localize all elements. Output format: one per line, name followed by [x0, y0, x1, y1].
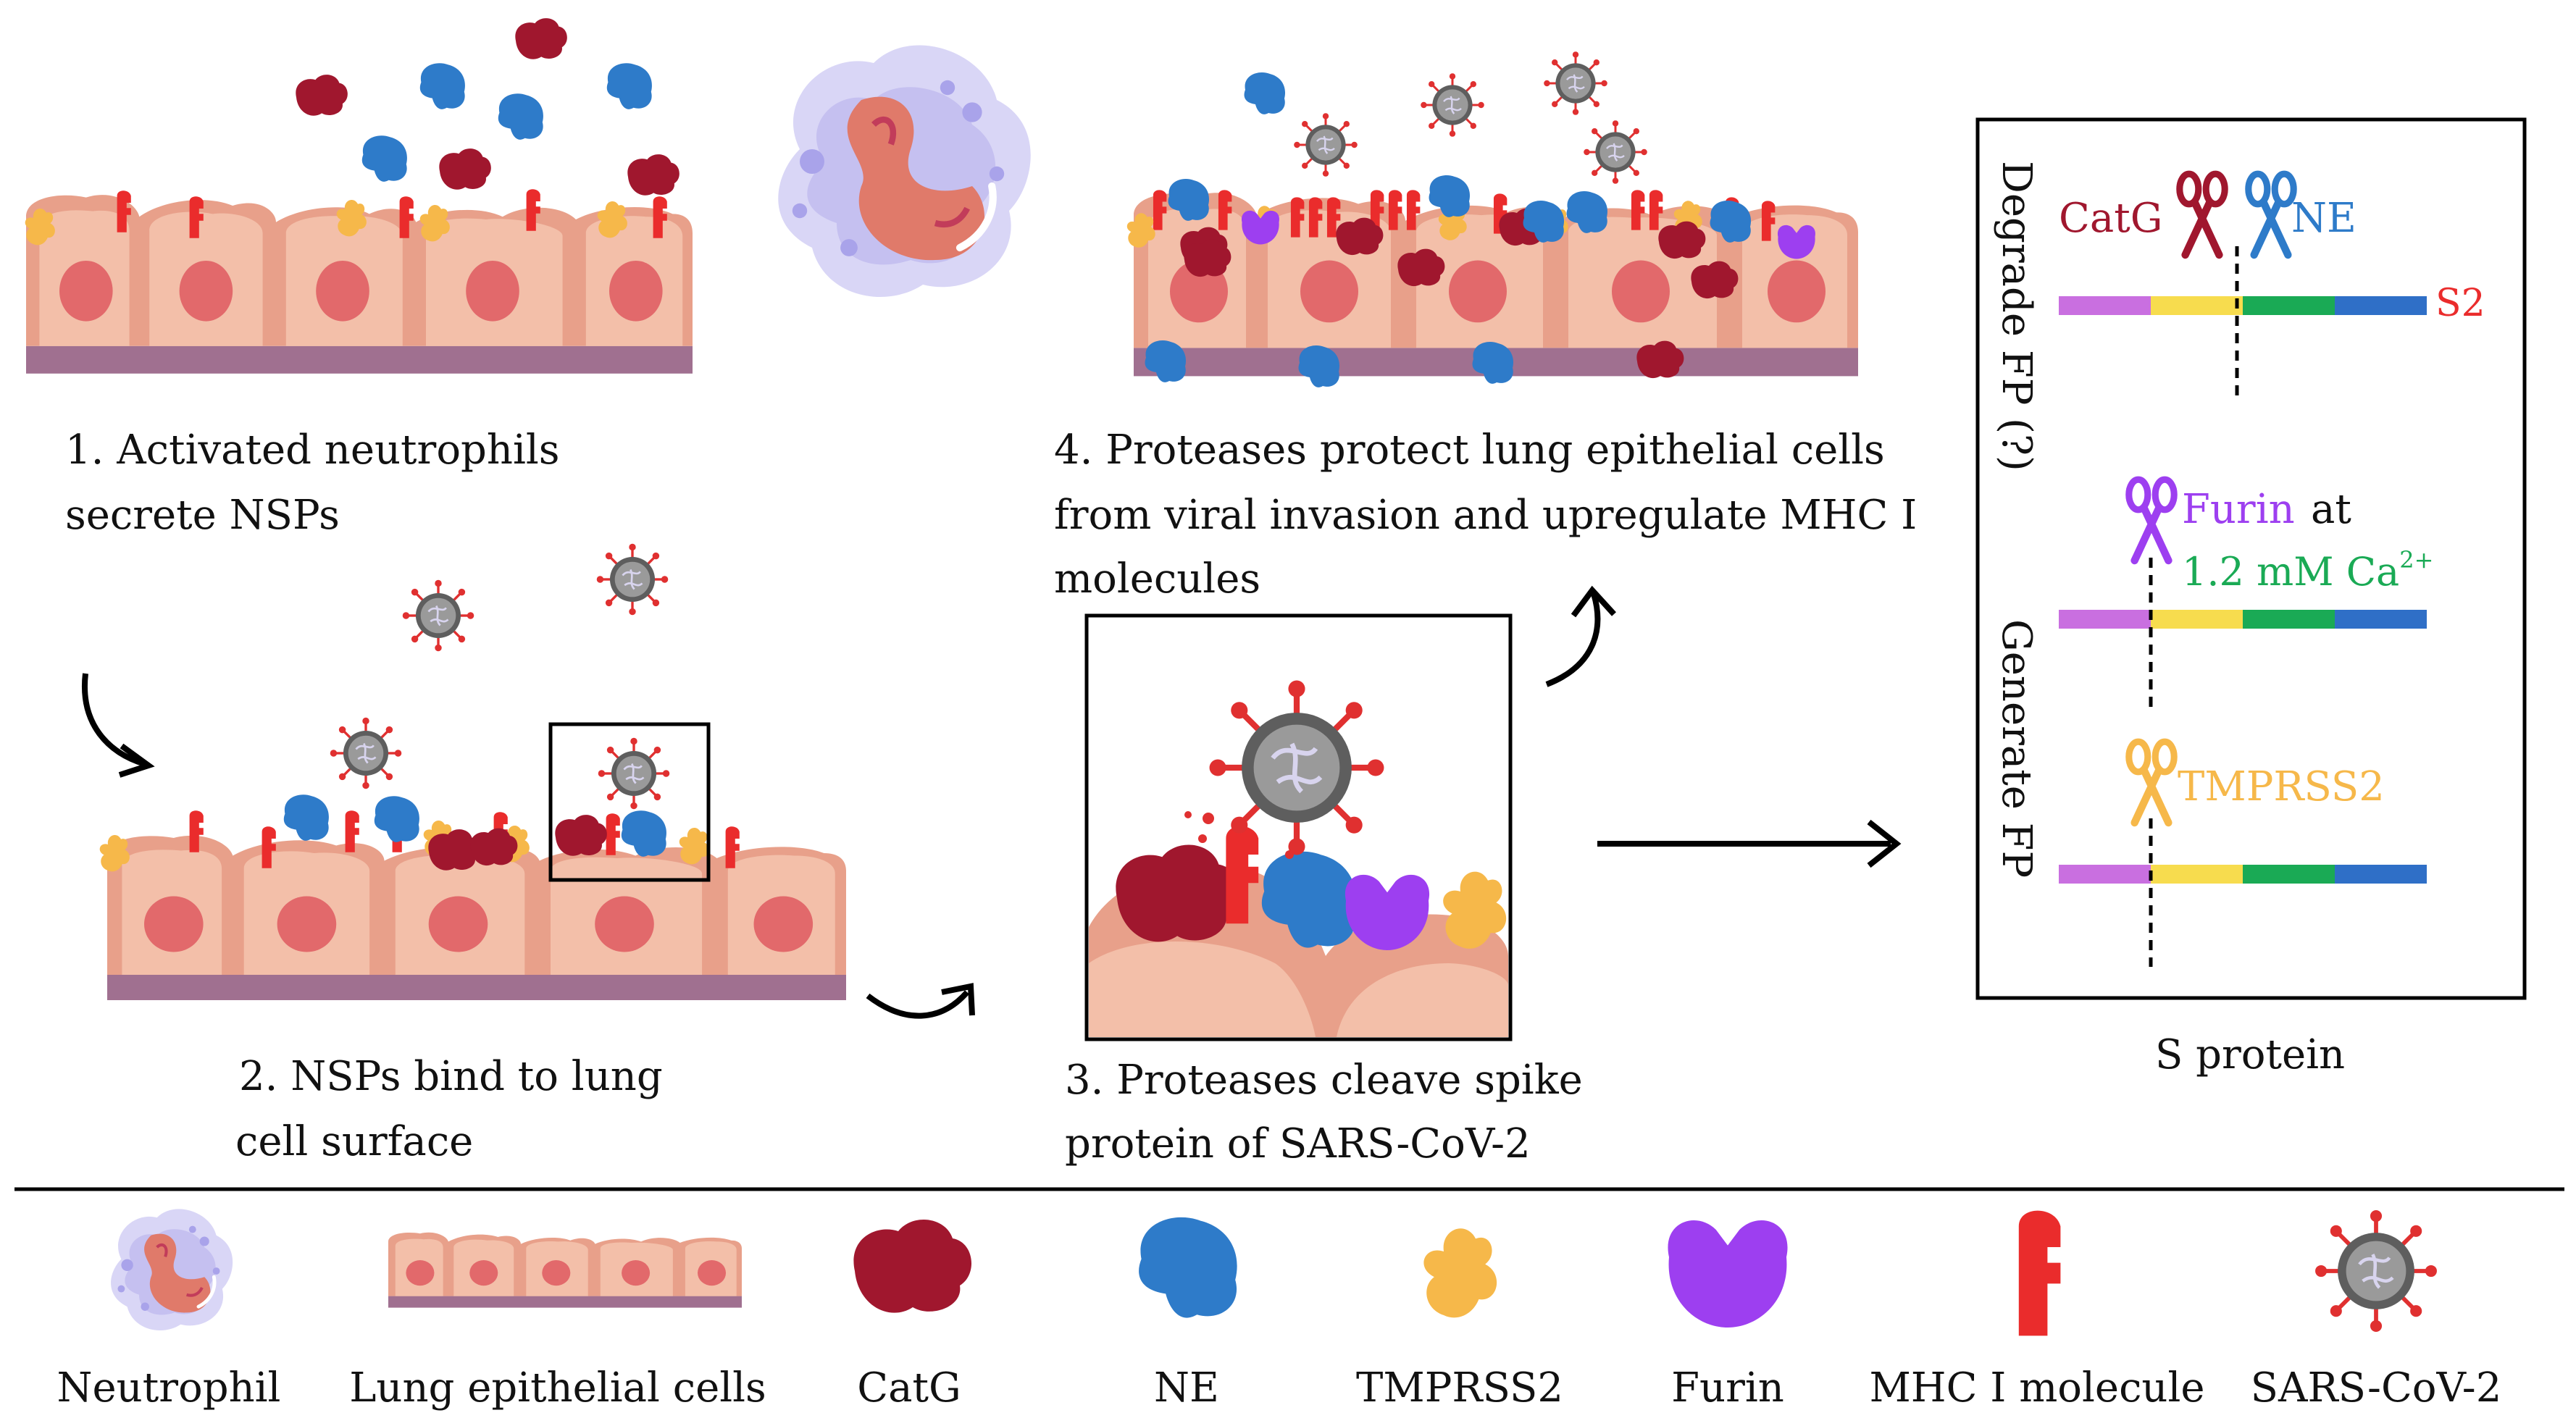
arrow-3-to-4-head — [1571, 585, 1616, 618]
legend-epithelium-icon — [388, 1232, 742, 1308]
legend-label-epithelium: Lung epithelial cells — [349, 1364, 766, 1412]
furin-label: Furin — [2182, 486, 2295, 533]
step-4-line-1: 4. Proteases protect lung epithelial cel… — [1054, 427, 1885, 474]
degrade-fp-label: Degrade FP (?) — [1993, 161, 2040, 471]
arrow-2-to-3 — [866, 990, 970, 1019]
tmprss2-label: TMPRSS2 — [2178, 763, 2385, 810]
panel-2-binding: 2. NSPs bind to lung cell surface — [99, 542, 846, 1165]
step-4-line-2: from viral invasion and upregulate MHC I — [1054, 492, 1917, 539]
step-2-line-2: cell surface — [235, 1118, 473, 1165]
panel-1-catg — [296, 18, 679, 196]
legend-ne-icon — [1139, 1217, 1237, 1318]
zoom-box — [548, 722, 711, 882]
furin-at-label: at — [2311, 486, 2351, 533]
legend-catg-icon — [853, 1219, 972, 1313]
s-protein-bar-2 — [2059, 610, 2427, 629]
calcium-label: 1.2 mM Ca2+ — [2182, 546, 2433, 595]
arrow-1-to-2 — [82, 673, 146, 767]
panel-1-secretion: 1. Activated neutrophils secrete NSPs — [25, 18, 1031, 539]
legend-label-tmprss2: TMPRSS2 — [1356, 1364, 1563, 1412]
s2-label: S2 — [2435, 282, 2485, 325]
legend-label-furin: Furin — [1671, 1364, 1784, 1412]
step-1-line-1: 1. Activated neutrophils — [65, 427, 560, 474]
step-1-line-2: secrete NSPs — [65, 492, 340, 539]
generate-fp-label: Generate FP — [1993, 619, 2040, 878]
legend-label-catg: CatG — [857, 1364, 961, 1412]
panel-3-cleavage: 3. Proteases cleave spike protein of SAR… — [1065, 613, 1583, 1167]
s-protein-panel: Degrade FP (?) Generate FP — [1975, 117, 2527, 1078]
legend-tmprss2-icon — [1423, 1228, 1497, 1318]
arrow-3-to-4 — [1545, 592, 1601, 687]
panel-4-protection: 4. Proteases protect lung epithelial cel… — [1054, 50, 1917, 603]
step-2-line-1: 2. NSPs bind to lung — [239, 1053, 663, 1100]
s-protein-bar-1 — [2059, 296, 2427, 315]
arrow-to-s-protein — [1597, 819, 1902, 868]
legend-furin-icon — [1668, 1220, 1788, 1328]
legend-label-ne: NE — [1154, 1364, 1219, 1412]
arrow-1-to-2-head — [118, 743, 155, 778]
catg-label: CatG — [2059, 195, 2162, 242]
s-protein-bar-3 — [2059, 865, 2427, 884]
panel-1-ne — [361, 63, 652, 182]
arrow-2-to-3-head — [941, 983, 975, 1016]
s-protein-caption: S protein — [2155, 1031, 2345, 1078]
ne-label: NE — [2291, 195, 2357, 242]
step-3-line-1: 3. Proteases cleave spike — [1065, 1057, 1583, 1104]
legend-neutrophil-icon — [111, 1209, 233, 1330]
legend: Neutrophil Lung epithelial cells CatG NE… — [57, 1209, 2502, 1412]
neutrophil-1 — [778, 45, 1031, 297]
legend-mhc-icon — [2018, 1210, 2061, 1336]
legend-virus-icon — [2315, 1210, 2437, 1332]
legend-label-mhc: MHC I molecule — [1869, 1364, 2204, 1412]
step-4-line-3: molecules — [1054, 555, 1260, 603]
legend-label-neutrophil: Neutrophil — [57, 1364, 281, 1412]
step-3-line-2: protein of SARS-CoV-2 — [1065, 1120, 1531, 1167]
legend-label-virus: SARS-CoV-2 — [2251, 1364, 2502, 1412]
